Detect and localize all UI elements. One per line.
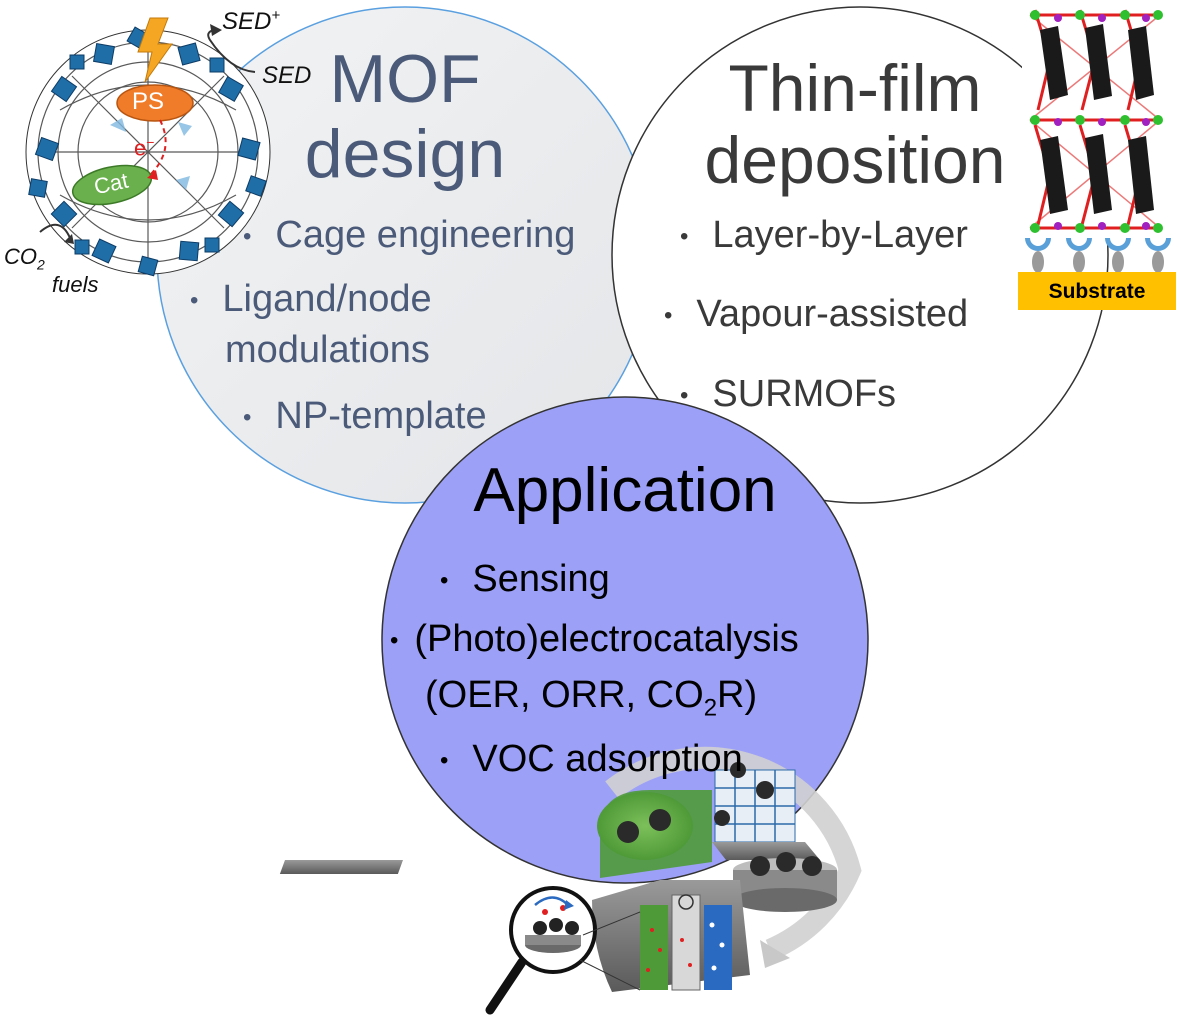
electron-sup: − (146, 134, 155, 150)
app-catalysis-cont-a: (OER, ORR, CO (425, 674, 704, 716)
application-title: Application (473, 456, 777, 525)
bullet-glyph: • (680, 222, 689, 250)
substrate-label: Substrate (1048, 280, 1146, 303)
co2-sub: 2 (37, 256, 45, 273)
thin-film-title-line2: deposition (704, 123, 1006, 197)
bullet-glyph: • (243, 403, 252, 431)
fuels-label: fuels (52, 272, 99, 297)
app-catalysis-cont-sub: 2 (703, 694, 718, 722)
sed-plus-label: SED+ (222, 8, 280, 34)
thin-bullet-lbl: • Layer-by-Layer (680, 216, 968, 254)
mof-bullet-cage: • Cage engineering (243, 216, 575, 254)
bullet-glyph: • (243, 222, 252, 250)
bullet-glyph: • (440, 566, 449, 594)
app-bullet-voc-text: VOC adsorption (472, 738, 743, 780)
mof-bullet-ligand-cont: modulations (225, 329, 430, 371)
thin-bullet-lbl-text: Layer-by-Layer (712, 214, 968, 256)
mof-design-title-line1: MOF (329, 41, 481, 117)
bullet-glyph: • (664, 301, 673, 329)
mof-bullet-np-text: NP-template (275, 395, 487, 437)
mof-bullet-np: • NP-template (243, 397, 487, 435)
ps-label: PS (132, 88, 165, 115)
thin-bullet-vapour-text: Vapour-assisted (696, 293, 969, 335)
thin-bullet-vapour: • Vapour-assisted (664, 295, 968, 333)
app-bullet-sensing: • Sensing (440, 560, 610, 598)
mof-cage-illustration (25, 17, 271, 277)
app-bullet-catalysis-text: (Photo)electrocatalysis (414, 618, 799, 660)
mof-bullet-ligand: • Ligand/node (190, 280, 432, 318)
app-catalysis-cont-b: R) (717, 674, 758, 716)
mof-design-title-line2: design (304, 116, 506, 192)
electron-label: e− (134, 135, 154, 159)
bullet-glyph: • (680, 381, 689, 409)
substrate-block (1018, 272, 1176, 310)
application-device-illustration (279, 746, 862, 1015)
surmof-structure-illustration (1018, 5, 1176, 310)
co2-text: CO (4, 244, 37, 269)
app-bullet-catalysis-cont: (OER, ORR, CO2R) (425, 676, 757, 721)
thin-film-title-line1: Thin-film (728, 51, 982, 125)
bullet-glyph: • (440, 746, 449, 774)
sed-plus-text: SED (222, 8, 272, 35)
sed-plus-sup: + (271, 7, 281, 24)
co2-label: CO2 (4, 244, 45, 273)
bullet-glyph: • (190, 286, 199, 314)
thin-bullet-surmof: • SURMOFs (680, 375, 896, 413)
thin-bullet-surmof-text: SURMOFs (712, 373, 897, 415)
app-bullet-sensing-text: Sensing (472, 558, 610, 600)
app-bullet-voc: • VOC adsorption (440, 740, 743, 778)
app-bullet-catalysis: • (Photo)electrocatalysis (390, 620, 799, 658)
mof-bullet-cage-text: Cage engineering (275, 214, 576, 256)
electron-text: e (134, 135, 147, 161)
thin-film-circle (611, 6, 1109, 504)
bullet-glyph: • (390, 626, 399, 654)
sed-label: SED (262, 62, 312, 89)
mof-bullet-ligand-text: Ligand/node (222, 278, 432, 320)
